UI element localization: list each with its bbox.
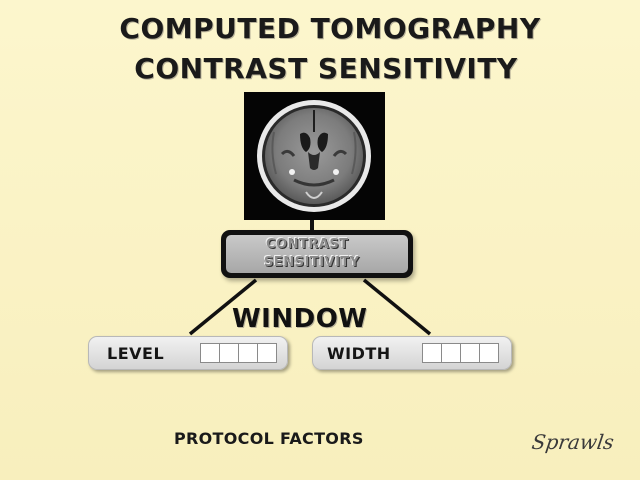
ct-brain-image	[244, 92, 385, 220]
title-line-2: CONTRAST SENSITIVITY	[134, 52, 518, 85]
width-digit-cell	[460, 343, 480, 363]
width-digit-cells	[422, 343, 499, 363]
level-digit-cell	[200, 343, 220, 363]
sensitivity-label: SENSITIVITY	[264, 255, 360, 270]
level-digit-cells	[200, 343, 277, 363]
level-digit-cell	[238, 343, 258, 363]
width-digit-cell	[422, 343, 442, 363]
window-label: WINDOW	[232, 304, 368, 334]
level-digit-cell	[219, 343, 239, 363]
protocol-factors-label: PROTOCOL FACTORS	[174, 429, 364, 448]
contrast-sensitivity-panel: CONTRAST SENSITIVITY	[226, 235, 408, 273]
connector-contrast-to-level	[188, 278, 258, 336]
title-line-1: COMPUTED TOMOGRAPHY	[119, 12, 541, 45]
width-label: WIDTH	[327, 344, 391, 363]
contrast-sensitivity-box: CONTRAST SENSITIVITY	[221, 230, 413, 278]
contrast-label: CONTRAST	[266, 237, 349, 252]
width-box: WIDTH	[312, 336, 512, 370]
level-digit-cell	[257, 343, 277, 363]
level-box: LEVEL	[88, 336, 288, 370]
author-signature: Sprawls	[530, 430, 616, 454]
width-digit-cell	[441, 343, 461, 363]
level-label: LEVEL	[107, 344, 165, 363]
connector-contrast-to-width	[362, 278, 432, 336]
width-digit-cell	[479, 343, 499, 363]
